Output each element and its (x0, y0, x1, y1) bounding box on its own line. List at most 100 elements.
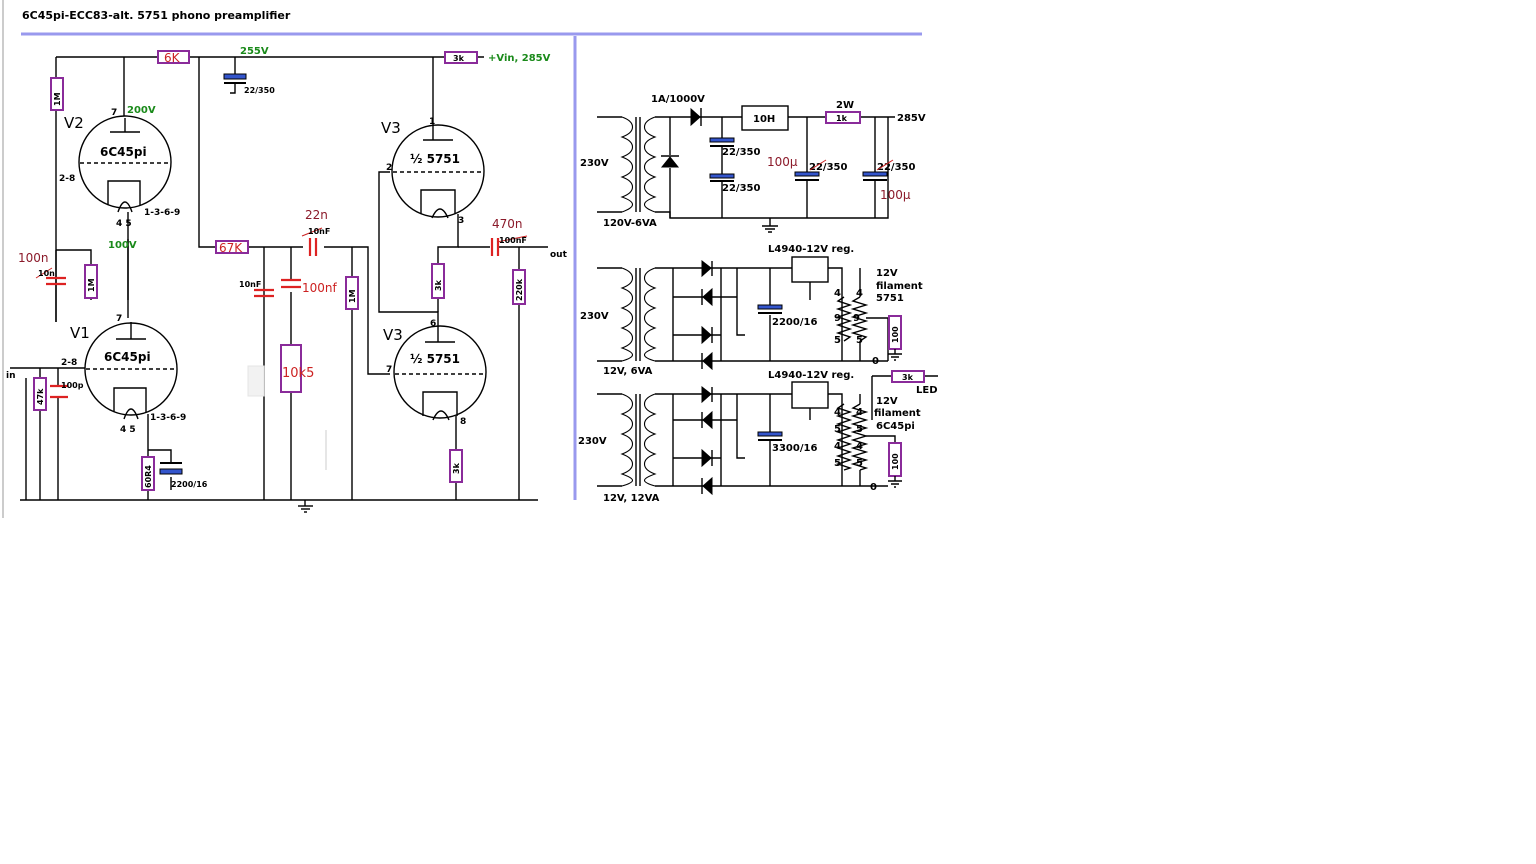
f1-out-l1: filament (876, 281, 923, 292)
psu-cap-2: 22/350 (722, 183, 760, 194)
v2-pin-7: 7 (111, 108, 117, 118)
resistor-1m-right: 1M (345, 276, 359, 310)
svg-text:60R4: 60R4 (144, 465, 153, 488)
f2-in: 230V (578, 436, 607, 447)
svg-text:4: 4 (834, 407, 841, 418)
cap-22n: 10nF 22n (301, 208, 330, 256)
psu-cap-1: 22/350 (722, 147, 760, 158)
v3a-pin-3: 3 (458, 216, 464, 226)
v2-pin-2-8: 2-8 (59, 174, 75, 184)
svg-text:4: 4 (856, 441, 863, 452)
tube-v3b: ½ 5751 V3 (383, 322, 487, 421)
svg-text:4: 4 (856, 288, 863, 299)
v3b-pin-8: 8 (460, 417, 466, 427)
resistor-6k: 6K (157, 50, 190, 65)
svg-text:10k5: 10k5 (282, 366, 314, 381)
svg-text:100nf: 100nf (302, 281, 338, 295)
resistor-10k5: 10k5 (280, 344, 314, 393)
svg-text:10nF: 10nF (308, 227, 330, 236)
psu-filament-5751: 2200/16 L4940-12V reg. 230V 12V, 6VA 12V… (580, 244, 923, 377)
svg-text:67K: 67K (219, 241, 243, 255)
svg-text:100n: 100n (18, 251, 49, 265)
output-label: out (550, 250, 568, 260)
cap-100nf: 100nf (281, 278, 338, 295)
psu-hv-section: 10H 1k 2W 285V 1A/1000V 230V 120V-6VA 22… (580, 94, 926, 233)
v3a-pin-2: 2 (386, 163, 392, 173)
svg-text:220k: 220k (515, 278, 524, 301)
resistor-220k: 220k (512, 269, 526, 305)
v1-pin-4-5: 4 5 (120, 425, 136, 435)
cap-100n: 10n 100n (18, 251, 66, 286)
voltage-vin: +Vin, 285V (488, 53, 551, 64)
v3a-pin-1: 1 (429, 117, 435, 127)
voltage-100: 100V (108, 240, 137, 251)
resistor-60r4: 60R4 (141, 456, 155, 491)
psu-hv-in: 230V (580, 158, 609, 169)
f1-r100: 100 (891, 326, 900, 343)
f2-out-v: 12V (876, 396, 898, 407)
voltage-255: 255V (240, 46, 269, 57)
svg-text:100p: 100p (61, 381, 84, 390)
svg-text:6K: 6K (164, 51, 181, 65)
svg-text:5: 5 (856, 424, 863, 435)
v2-type: 6C45pi (100, 145, 147, 159)
choke-10h (741, 105, 789, 131)
svg-text:5: 5 (856, 458, 863, 469)
psu-cap-4: 22/350 (877, 162, 915, 173)
tube-v1: 6C45pi V1 (70, 322, 178, 420)
svg-text:4: 4 (834, 288, 841, 299)
svg-text:470n: 470n (492, 217, 523, 231)
v2-pin-4-5: 4 5 (116, 219, 132, 229)
f1-transformer: 12V, 6VA (603, 366, 653, 377)
psu-cap-3: 22/350 (809, 162, 847, 173)
v1-pin-2-8: 2-8 (61, 358, 77, 368)
svg-text:1M: 1M (53, 92, 62, 106)
v2-label: V2 (64, 114, 84, 132)
svg-text:5: 5 (834, 458, 841, 469)
svg-text:5: 5 (856, 335, 863, 346)
cap-2200-16: 2200/16 (159, 462, 208, 489)
f2-r3k: 3k (902, 373, 914, 382)
f1-in: 230V (580, 311, 609, 322)
f2-led: LED (916, 385, 938, 396)
v3b-label: V3 (383, 326, 403, 344)
tube-v3a: ½ 5751 V3 (381, 118, 485, 219)
f2-r100: 100 (891, 453, 900, 470)
v1-type: 6C45pi (104, 350, 151, 364)
resistor-3k-top: 3k (444, 51, 478, 64)
svg-text:5: 5 (834, 335, 841, 346)
v1-label: V1 (70, 324, 90, 342)
f2-cap: 3300/16 (772, 443, 817, 454)
svg-text:22/350: 22/350 (244, 86, 275, 95)
v2-pin-1369: 1-3-6-9 (144, 208, 180, 218)
svg-text:10H: 10H (753, 114, 775, 125)
psu-r1k: 1k (836, 114, 848, 123)
resistor-3k-bot: 3k (449, 449, 463, 483)
svg-text:3k: 3k (453, 54, 465, 63)
cap-22-350-top: 22/350 (223, 73, 275, 95)
amplifier-section: 6C45pi V2 6C45pi V1 ½ 5751 V3 (6, 46, 568, 513)
psu-out-285: 285V (897, 113, 926, 124)
cap-10nf-left: 10nF (239, 280, 274, 298)
resistor-1m-mid: 1M (84, 264, 98, 299)
svg-text:4: 4 (856, 407, 863, 418)
svg-text:47k: 47k (36, 388, 45, 405)
psu-diode-rating: 1A/1000V (651, 94, 705, 105)
resistor-47k: 47k (33, 377, 47, 411)
regulator-1 (791, 256, 829, 283)
v3a-type: ½ 5751 (410, 152, 460, 166)
psu-cap-100u-a: 100µ (767, 155, 798, 169)
v1-pin-1369: 1-3-6-9 (150, 413, 186, 423)
f2-reg: L4940-12V reg. (768, 370, 854, 381)
psu-cap-100u-b: 100µ (880, 188, 911, 202)
v3b-type: ½ 5751 (410, 352, 460, 366)
psu-hv-transformer: 120V-6VA (603, 218, 657, 229)
svg-text:2200/16: 2200/16 (171, 480, 208, 489)
f1-out-l2: 5751 (876, 293, 904, 304)
psu-r2w: 2W (836, 100, 854, 111)
cap-470n: 100nF 470n (490, 217, 528, 256)
svg-text:10n: 10n (38, 269, 55, 278)
page-title: 6C45pi-ECC83-alt. 5751 phono preamplifie… (22, 9, 291, 22)
svg-text:100nF: 100nF (499, 236, 527, 245)
